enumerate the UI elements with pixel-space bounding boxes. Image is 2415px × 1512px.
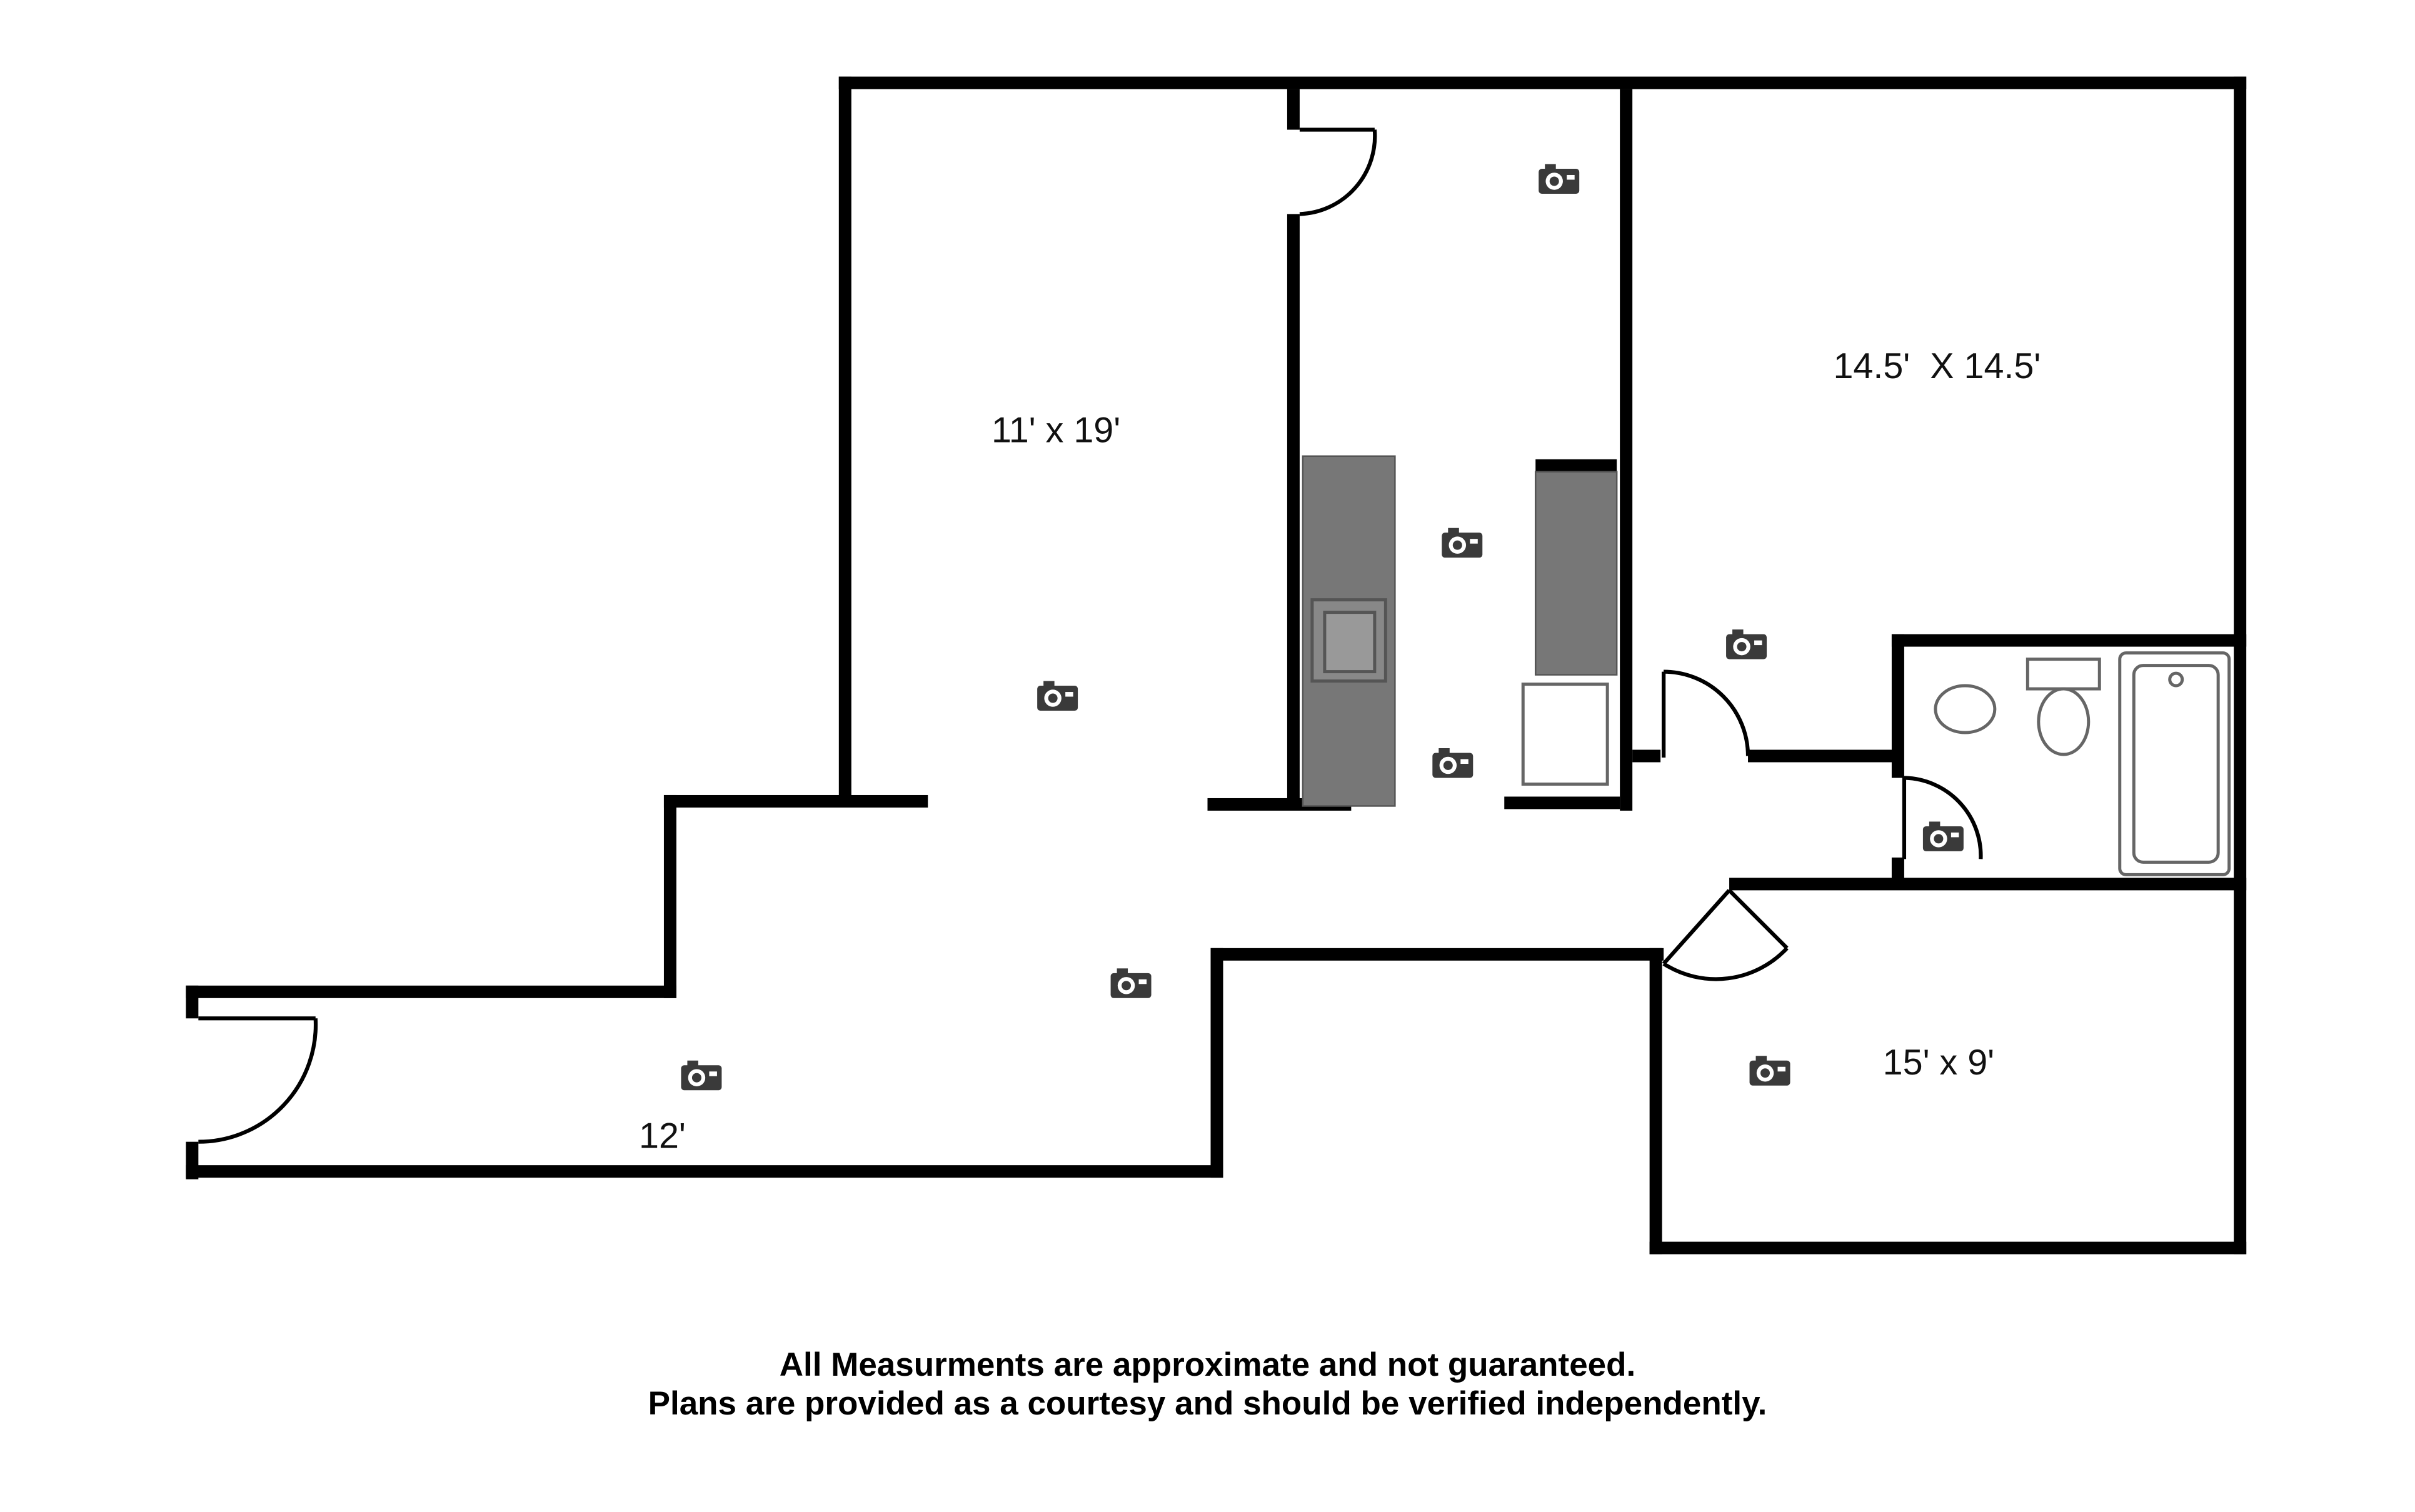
bathtub-drain [2168, 671, 2184, 688]
wall-hall-ledge [1210, 948, 1664, 961]
room-labels: 11' x 19' 14.5' X 14.5' 15' x 9' 12' [639, 346, 2041, 1156]
camera-icon[interactable] [1432, 748, 1474, 778]
wall-bath-north [1891, 634, 2247, 647]
kitchen-counter-right [1534, 471, 1618, 676]
wall-bath-west-lower [1891, 857, 1904, 881]
wall-kitchen-south [1504, 796, 1620, 809]
door-entry [198, 1016, 318, 1144]
wall-room-tr-south-a [1632, 749, 1661, 763]
kitchen-sink-inner [1323, 611, 1377, 674]
wall-room-left-west [838, 76, 851, 804]
wall-hall-south [186, 1165, 1223, 1178]
disclaimer-line-2: Plans are provided as a courtesy and sho… [648, 1385, 1767, 1422]
wall-step-vertical [663, 794, 676, 998]
hallway-label: 12' [639, 1116, 686, 1156]
camera-icons [681, 164, 1964, 1091]
camera-icon[interactable] [1110, 968, 1152, 998]
camera-icon[interactable] [681, 1060, 722, 1091]
wall-kitchen-east [1620, 89, 1633, 811]
camera-icon[interactable] [1726, 629, 1767, 659]
wall-room-br-west [1649, 948, 1662, 1254]
wall-top [838, 76, 2247, 89]
door-kitchen [1299, 128, 1377, 216]
camera-icon[interactable] [1442, 528, 1483, 558]
door-room-top-right [1661, 669, 1750, 758]
bathroom-fixtures [1934, 651, 2231, 876]
wall-room-tr-south-b [1748, 749, 1901, 763]
toilet-tank [2026, 658, 2101, 691]
wall-right-exterior [2234, 76, 2247, 1254]
room-bottom-right-label: 15' x 9' [1883, 1043, 1995, 1083]
wall-kitchen-west-lower [1287, 214, 1300, 808]
walls [186, 76, 2247, 1254]
toilet-bowl [2037, 687, 2091, 756]
room-top-right-label: 14.5' X 14.5' [1833, 346, 2041, 386]
stove [1521, 683, 1609, 786]
wall-hall-east [1210, 948, 1223, 1178]
wall-bath-west-upper [1891, 634, 1904, 778]
wall-room-br-south [1649, 1241, 2247, 1254]
door-bath [1902, 776, 1983, 859]
camera-icon[interactable] [1749, 1056, 1790, 1086]
wall-hall-north [186, 985, 676, 998]
doors [198, 128, 1983, 1144]
room-left-label: 11' x 19' [992, 410, 1120, 450]
kitchen-fixtures [1302, 455, 1618, 807]
wall-room-left-south-a [663, 794, 928, 808]
bathtub-inner [2132, 664, 2220, 864]
disclaimer-line-1: All Measurments are approximate and not … [779, 1346, 1636, 1383]
wall-room-br-north [1729, 878, 2247, 891]
camera-icon[interactable] [1037, 681, 1078, 711]
bathroom-sink [1934, 684, 1997, 734]
kitchen-counter-right-top [1535, 459, 1617, 472]
camera-icon[interactable] [1922, 821, 1964, 851]
wall-kitchen-west-upper [1287, 89, 1300, 130]
wall-hall-west-upper [186, 985, 199, 1019]
door-room-bottom-right [1662, 889, 1789, 981]
camera-icon[interactable] [1539, 164, 1580, 194]
